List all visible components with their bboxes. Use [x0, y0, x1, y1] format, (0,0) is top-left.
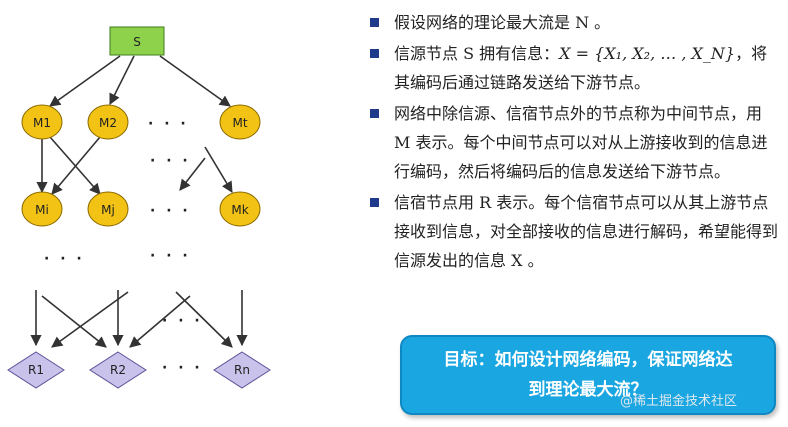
r1-label: R1 — [28, 363, 44, 377]
bullet-middle-nodes: 网络中除信源、信宿节点外的节点称为中间节点，用 M 表示。每个中间节点可以对从上… — [368, 99, 780, 186]
sink-node-r2: R2 — [89, 351, 147, 389]
ellipsis-sinks: · · · — [162, 360, 203, 376]
middle-node-mi: Mi — [21, 191, 63, 227]
mk-label: Mk — [231, 203, 248, 217]
network-coding-diagram: S M1 M2 · · · Mt · · · Mi Mj · · · Mk · … — [7, 26, 271, 389]
edge-mt-mk — [204, 146, 233, 193]
m2-label: M2 — [99, 116, 117, 130]
sink-node-r1: R1 — [7, 351, 65, 389]
r2-label: R2 — [110, 363, 126, 377]
square-bullet-icon — [370, 49, 379, 58]
bullet-list: 假设网络的理论最大流是 N 。 信源节点 S 拥有信息：X = {X₁, X₂,… — [368, 8, 780, 277]
edge-to-r1-b — [51, 291, 129, 348]
edges — [30, 55, 248, 348]
mt-label: Mt — [232, 116, 247, 130]
m1-label: M1 — [33, 116, 51, 130]
goal-line-2: 到理论最大流？ — [528, 380, 648, 400]
bullet-max-flow: 假设网络的理论最大流是 N 。 — [368, 8, 780, 37]
mj-label: Mj — [101, 203, 115, 217]
edge-s-m1 — [49, 55, 121, 107]
middle-node-mt: Mt — [219, 104, 261, 140]
bullet-text: 信宿节点用 R 表示。每个信宿节点可以从其上游节点接收到信息，对全部接收的信息进… — [394, 193, 779, 270]
edge-to-r2-c — [129, 295, 191, 348]
source-message-formula: X = {X₁, X₂, … , X_N} — [559, 44, 736, 63]
square-bullet-icon — [370, 18, 379, 27]
edge-to-rn-a — [175, 291, 233, 348]
edge-s-m2 — [109, 55, 135, 106]
edge-to-r2-a — [41, 295, 107, 348]
square-bullet-icon — [370, 198, 379, 207]
edge-to-mj — [179, 157, 206, 191]
middle-node-mj: Mj — [87, 191, 129, 227]
bullet-text: 信源节点 S 拥有信息： — [394, 44, 560, 63]
bullet-text-continued: ，将其编码后通过链路发送给下游节点。 — [394, 44, 768, 92]
rn-label: Rn — [234, 363, 250, 377]
mi-label: Mi — [35, 203, 49, 217]
edge-s-mt — [159, 55, 231, 107]
source-label: S — [133, 35, 141, 49]
bullet-text: 假设网络的理论最大流是 N 。 — [394, 13, 611, 32]
bullet-source: 信源节点 S 拥有信息：X = {X₁, X₂, … , X_N}，将其编码后通… — [368, 39, 780, 97]
ellipsis-lower-middle: · · · — [150, 248, 191, 264]
square-bullet-icon — [370, 109, 379, 118]
watermark: @稀土掘金技术社区 — [620, 394, 738, 409]
ellipsis-near-sinks: · · · — [162, 313, 203, 329]
goal-line-1: 目标：如何设计网络编码，保证网络达 — [443, 350, 733, 370]
ellipsis-between-rows: · · · — [150, 153, 191, 169]
source-node: S — [109, 26, 165, 56]
goal-callout: 目标：如何设计网络编码，保证网络达 到理论最大流？ — [400, 335, 776, 415]
middle-node-m1: M1 — [21, 104, 63, 140]
middle-node-mk: Mk — [219, 191, 261, 227]
ellipsis-row2: · · · — [150, 203, 191, 219]
edge-m2-mi — [51, 136, 101, 195]
ellipsis-row1: · · · — [148, 116, 189, 132]
middle-node-m2: M2 — [87, 104, 129, 140]
bullet-sink-nodes: 信宿节点用 R 表示。每个信宿节点可以从其上游节点接收到信息，对全部接收的信息进… — [368, 188, 780, 275]
bullet-text: 网络中除信源、信宿节点外的节点称为中间节点，用 M 表示。每个中间节点可以对从上… — [394, 104, 768, 181]
ellipsis-lower-left: · · · — [44, 251, 85, 267]
sink-node-rn: Rn — [213, 351, 271, 389]
